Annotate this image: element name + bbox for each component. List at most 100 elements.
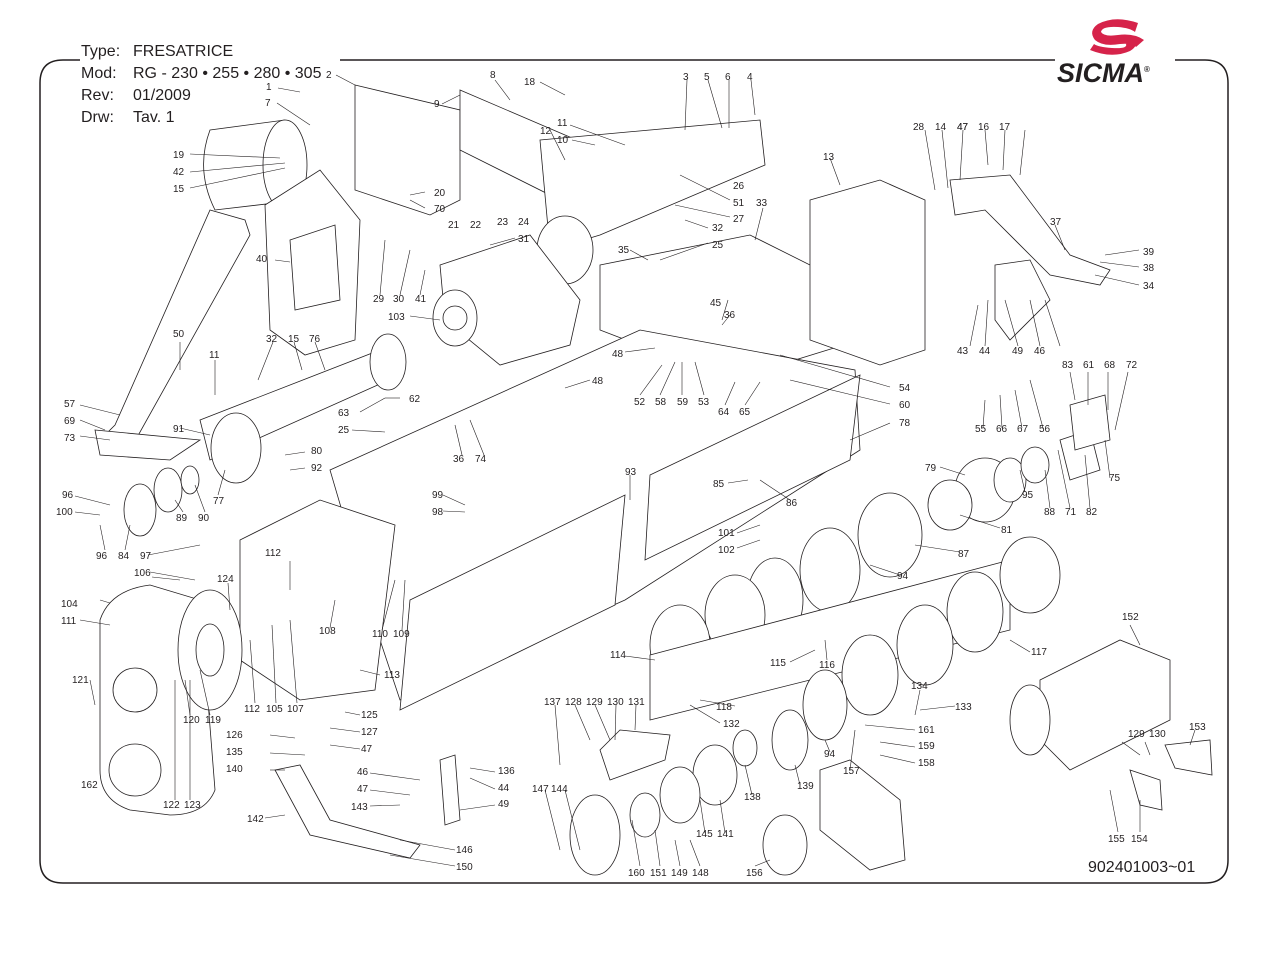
part-label: 99: [432, 490, 444, 501]
part-label: 10: [557, 135, 569, 146]
part-label: 18: [524, 77, 536, 88]
part-label: 149: [671, 868, 688, 879]
part-label: 160: [628, 868, 645, 879]
part-label: 130: [1149, 729, 1166, 740]
end-hub: [1009, 684, 1051, 756]
part-label: 56: [1039, 424, 1051, 435]
part-label: 5: [704, 72, 710, 83]
part-label: 112: [265, 548, 281, 559]
drawing-frame: [39, 59, 1229, 884]
right-side-plate: [809, 179, 926, 366]
part-label: 131: [628, 697, 645, 708]
part-label: 129: [1128, 729, 1145, 740]
part-label: 69: [64, 416, 76, 427]
part-label: 138: [744, 792, 761, 803]
part-label: 90: [198, 513, 210, 524]
part-label: 159: [918, 741, 935, 752]
model-value: RG - 230 • 255 • 280 • 305: [133, 65, 322, 82]
part-label: 134: [911, 681, 928, 692]
part-label: 43: [957, 346, 969, 357]
bearing-89: [153, 467, 183, 513]
part-label: 111: [61, 616, 77, 627]
part-label: 64: [718, 407, 730, 418]
rotor-cover-right: [644, 374, 861, 561]
part-label: 88: [1044, 507, 1056, 518]
bearing-95: [993, 457, 1027, 503]
part-label: 22: [470, 220, 482, 231]
part-label: 107: [287, 704, 304, 715]
part-label: 34: [1143, 281, 1155, 292]
drawing-value: Tav. 1: [133, 109, 175, 126]
part-label: 105: [266, 704, 283, 715]
rotor-flange-1: [857, 492, 923, 578]
part-label: 65: [739, 407, 751, 418]
revision-value: 01/2009: [133, 87, 191, 104]
part-label: 47: [957, 122, 969, 133]
mast-frame-foot: [94, 429, 202, 461]
part-label: 117: [1031, 647, 1047, 658]
part-label: 75: [1109, 473, 1121, 484]
part-label: 101: [718, 528, 735, 539]
part-label: 152: [1122, 612, 1139, 623]
part-label: 161: [918, 725, 935, 736]
seal-81: [927, 479, 973, 531]
gear-84: [123, 483, 157, 537]
part-label: 102: [718, 545, 735, 556]
part-label: 98: [432, 507, 444, 518]
part-label: 50: [173, 329, 185, 340]
part-label: 144: [551, 784, 568, 795]
part-label: 31: [518, 234, 530, 245]
part-label: 120: [183, 715, 200, 726]
drawing-code: 902401003~01: [1088, 859, 1196, 876]
part-label: 32: [712, 223, 724, 234]
part-label: 136: [498, 766, 515, 777]
part-label: 20: [434, 188, 446, 199]
part-label: 35: [618, 245, 630, 256]
part-label: 40: [256, 254, 268, 265]
left-flange-91: [210, 412, 262, 484]
sicma-s-logo-icon: [1090, 19, 1144, 55]
part-label: 143: [351, 802, 368, 813]
part-label: 38: [1143, 263, 1155, 274]
part-label: 60: [899, 400, 911, 411]
part-label: 49: [498, 799, 510, 810]
part-label: 157: [843, 766, 860, 777]
part-label: 58: [655, 397, 667, 408]
model-label: Mod:: [81, 65, 117, 82]
part-label: 26: [733, 181, 745, 192]
part-number-labels: 1 2 3 4 5 6 7 8 9 10 11 12 13 14 15 16 1…: [56, 70, 1206, 879]
part-label: 55: [975, 424, 987, 435]
part-label: 8: [490, 70, 496, 81]
part-label: 21: [448, 220, 460, 231]
part-label: 61: [1083, 360, 1095, 371]
part-label: 110: [372, 629, 388, 640]
part-label: 24: [518, 217, 530, 228]
part-label: 48: [612, 349, 624, 360]
part-label: 150: [456, 862, 473, 873]
part-label: 15: [288, 334, 300, 345]
part-label: 162: [81, 780, 98, 791]
part-label: 76: [309, 334, 321, 345]
part-label: 83: [1062, 360, 1074, 371]
part-label: 145: [696, 829, 713, 840]
part-label: 36: [453, 454, 465, 465]
part-label: 84: [118, 551, 130, 562]
part-label: 19: [173, 150, 185, 161]
part-label: 47: [357, 784, 369, 795]
part-label: 130: [607, 697, 624, 708]
part-label: 116: [819, 660, 835, 671]
part-label: 47: [361, 744, 373, 755]
part-label: 147: [532, 784, 549, 795]
part-label: 25: [712, 240, 724, 251]
part-label: 92: [311, 463, 323, 474]
part-label: 121: [72, 675, 89, 686]
part-label: 114: [610, 650, 626, 661]
part-label: 87: [958, 549, 970, 560]
part-label: 33: [756, 198, 768, 209]
part-label: 44: [979, 346, 991, 357]
rotor-tube-114: [649, 559, 1011, 721]
part-label: 95: [1022, 490, 1034, 501]
part-label: 122: [163, 800, 180, 811]
part-label: 16: [978, 122, 990, 133]
part-label: 67: [1017, 424, 1029, 435]
